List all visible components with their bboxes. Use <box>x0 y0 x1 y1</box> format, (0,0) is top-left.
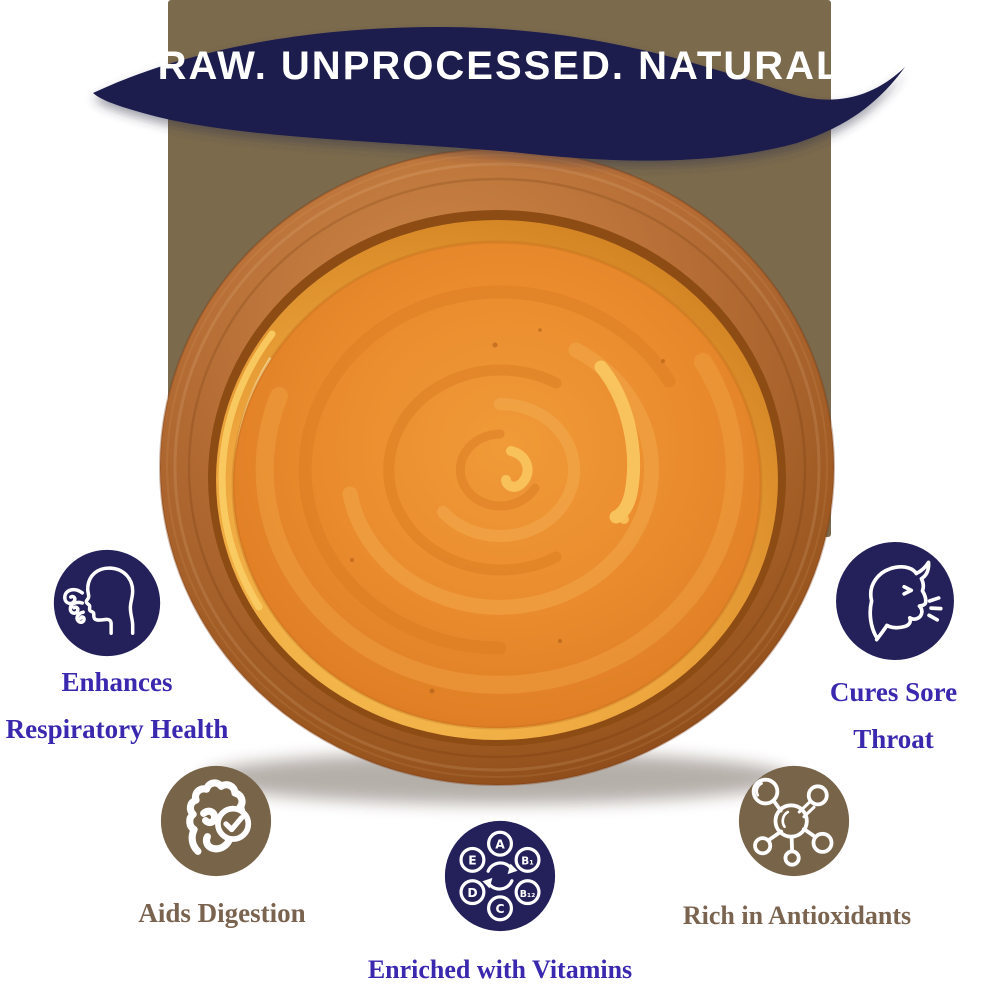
label-line: Cures Sore <box>829 677 958 707</box>
benefit-vitamins-label: Enriched with Vitamins <box>330 946 670 993</box>
benefit-sore-throat-label: Cures Sore Throat <box>771 669 1000 763</box>
breathing-head-icon <box>53 549 161 657</box>
honey-swirl <box>255 285 744 694</box>
cycle-arrowhead <box>482 877 493 889</box>
honey-edge <box>231 240 763 730</box>
wave-shape <box>93 27 905 161</box>
benefit-digestion-label: Aids Digestion <box>97 890 347 937</box>
benefit-digestion-badge <box>159 764 273 878</box>
svg-text:B₁₂: B₁₂ <box>520 889 536 900</box>
svg-text:B₁: B₁ <box>521 856 534 868</box>
intestine-check-icon <box>160 765 272 877</box>
wood-grain-line <box>166 154 828 778</box>
banner-title: RAW. UNPROCESSED. NATURAL <box>157 44 843 88</box>
check-mark <box>223 815 245 833</box>
honey-highlight-crescent <box>594 360 640 524</box>
ring-highlight-arc <box>218 330 276 611</box>
antioxidant-molecule-icon <box>738 765 850 877</box>
benefit-sore-throat-badge <box>834 540 956 662</box>
svg-text:E: E <box>468 854 476 868</box>
honey-specks <box>350 328 665 694</box>
wood-grain-line <box>173 162 821 772</box>
vitamins-cycle-icon: A B₁ B₁₂ C D E <box>444 820 556 932</box>
svg-text:C: C <box>495 902 504 916</box>
label-line: Throat <box>853 724 934 754</box>
wood-grain-line <box>187 177 807 759</box>
label-line: Rich in Antioxidants <box>682 901 912 930</box>
benefit-vitamins-badge: A B₁ B₁₂ C D E <box>443 819 557 933</box>
label-line: Enriched with Vitamins <box>367 955 633 984</box>
label-line: Enhances <box>61 667 173 697</box>
benefit-respiratory-label: Enhances Respiratory Health <box>0 659 246 753</box>
benefit-antioxidants-badge <box>737 764 851 878</box>
honey-highlight-hook <box>501 446 533 492</box>
cycle-arrowhead <box>507 863 518 875</box>
benefit-antioxidants-label: Rich in Antioxidants <box>662 892 932 939</box>
coughing-man-icon <box>836 542 954 660</box>
label-line: Respiratory Health <box>5 714 229 744</box>
svg-text:A: A <box>495 837 505 851</box>
svg-text:D: D <box>467 886 477 900</box>
honey-surface <box>233 242 761 728</box>
label-line: Aids Digestion <box>138 898 306 928</box>
benefit-respiratory-badge <box>52 548 162 658</box>
